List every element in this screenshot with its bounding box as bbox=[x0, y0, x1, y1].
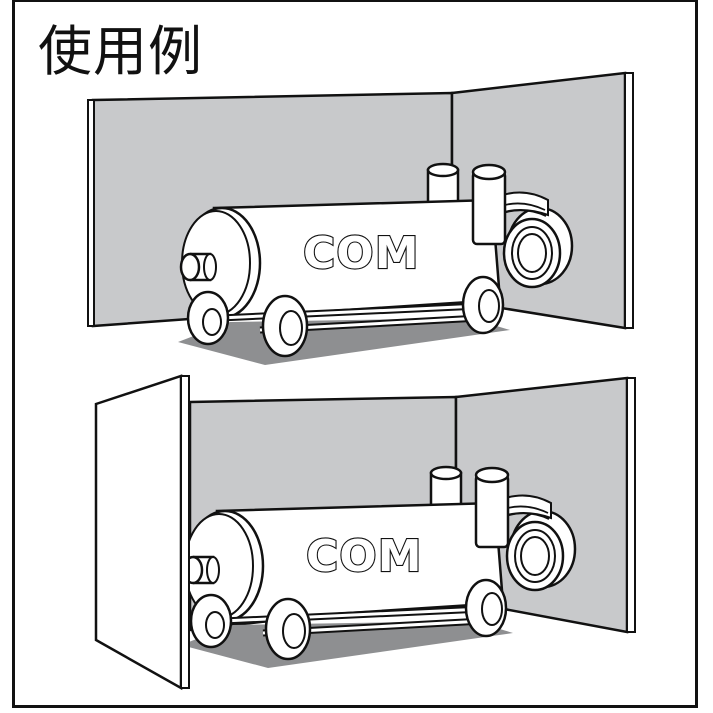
scene-bottom: COM bbox=[94, 374, 636, 691]
heater-label-bottom: COM bbox=[306, 531, 422, 582]
side-panel-left-edge bbox=[180, 375, 190, 689]
page-title: 使用例 bbox=[38, 20, 203, 83]
side-panel-left bbox=[94, 374, 183, 691]
side-panel-right-edge bbox=[624, 72, 634, 329]
heater-label-top: COM bbox=[303, 228, 419, 279]
heater-top: COM bbox=[178, 164, 572, 365]
scene-top: COM bbox=[87, 71, 634, 365]
back-panel-edge bbox=[87, 99, 95, 327]
heater-bottom: COM bbox=[181, 467, 575, 668]
side-panel-right-edge bbox=[626, 377, 636, 633]
